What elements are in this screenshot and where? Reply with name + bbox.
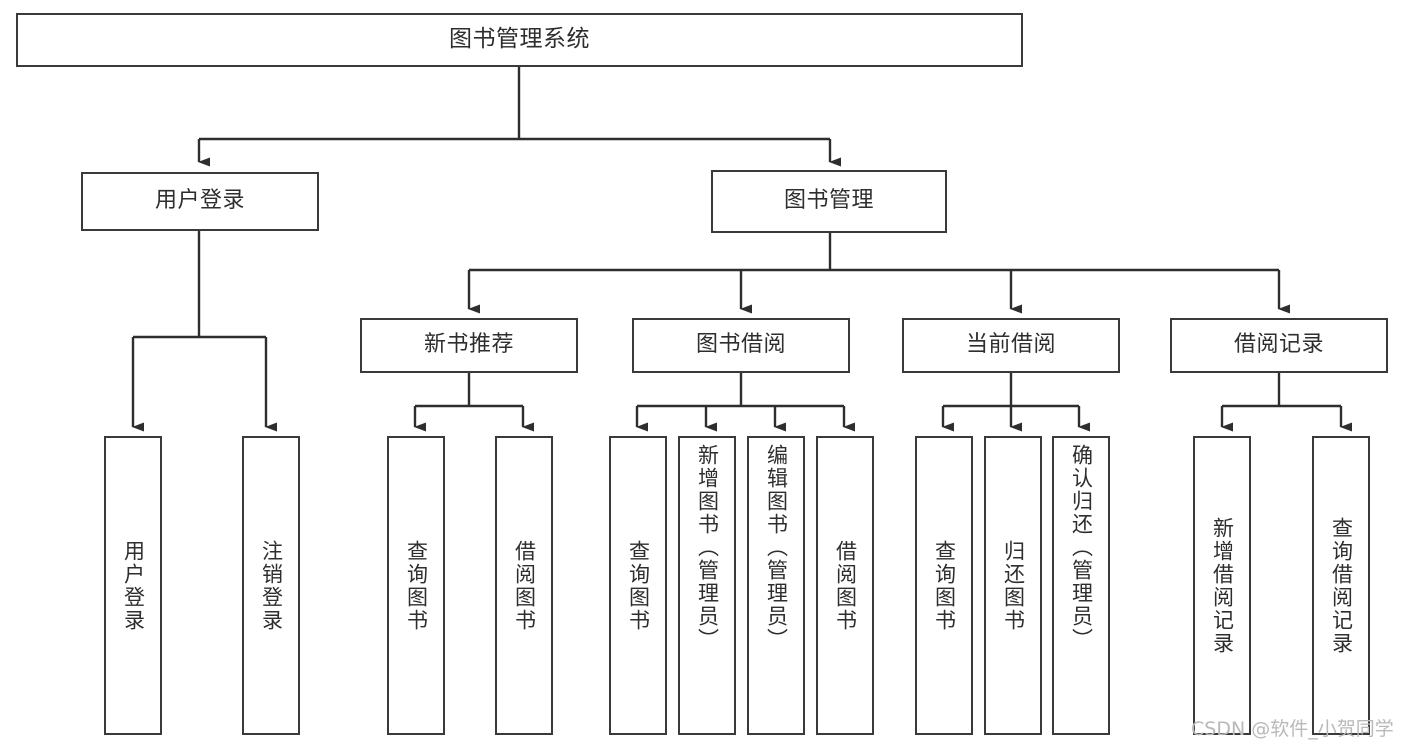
- node-new-book-recommend[interactable]: 新书推荐: [360, 318, 578, 373]
- leaf-borrow-book-borrow[interactable]: 借阅图书: [816, 436, 874, 735]
- leaf-confirm-return-admin[interactable]: 确认归还（管理员）: [1052, 436, 1110, 735]
- node-label: 注销登录: [259, 539, 284, 632]
- node-label: 编辑图书（管理员）: [764, 444, 789, 651]
- watermark-text: CSDN @软件_小贺同学: [1191, 718, 1394, 740]
- node-user-login[interactable]: 用户登录: [81, 172, 319, 231]
- node-label: 用户登录: [121, 539, 146, 632]
- node-current-borrow[interactable]: 当前借阅: [902, 318, 1120, 373]
- leaf-query-book-borrow[interactable]: 查询图书: [609, 436, 667, 735]
- node-label: 归还图书: [1001, 539, 1026, 632]
- leaf-query-book-current[interactable]: 查询图书: [915, 436, 973, 735]
- node-label: 用户登录: [154, 188, 245, 214]
- node-borrow-records[interactable]: 借阅记录: [1170, 318, 1388, 373]
- node-label: 查询图书: [932, 539, 957, 632]
- node-label: 查询图书: [404, 539, 429, 632]
- leaf-add-book-admin[interactable]: 新增图书（管理员）: [678, 436, 736, 735]
- node-root-system[interactable]: 图书管理系统: [16, 13, 1023, 67]
- leaf-user-login[interactable]: 用户登录: [104, 436, 162, 735]
- node-label: 查询图书: [626, 539, 651, 632]
- node-label: 图书借阅: [695, 332, 786, 358]
- node-label: 借阅图书: [512, 539, 537, 632]
- leaf-borrow-book-newbooks[interactable]: 借阅图书: [495, 436, 553, 735]
- node-book-borrow[interactable]: 图书借阅: [632, 318, 850, 373]
- leaf-logout-login[interactable]: 注销登录: [242, 436, 300, 735]
- node-book-management[interactable]: 图书管理: [711, 170, 947, 233]
- node-label: 新增图书（管理员）: [695, 444, 720, 651]
- leaf-edit-book-admin[interactable]: 编辑图书（管理员）: [747, 436, 805, 735]
- leaf-return-book[interactable]: 归还图书: [984, 436, 1042, 735]
- leaf-query-borrow-record[interactable]: 查询借阅记录: [1312, 436, 1370, 735]
- node-label: 当前借阅: [965, 332, 1056, 358]
- node-label: 图书管理系统: [449, 26, 590, 53]
- node-label: 查询借阅记录: [1329, 516, 1354, 655]
- leaf-add-borrow-record[interactable]: 新增借阅记录: [1193, 436, 1251, 735]
- node-label: 图书管理: [783, 188, 874, 214]
- node-label: 新增借阅记录: [1210, 516, 1235, 655]
- node-label: 确认归还（管理员）: [1069, 444, 1094, 651]
- node-label: 借阅图书: [833, 539, 858, 632]
- node-label: 新书推荐: [423, 332, 514, 358]
- node-label: 借阅记录: [1233, 332, 1324, 358]
- leaf-query-book-newbooks[interactable]: 查询图书: [387, 436, 445, 735]
